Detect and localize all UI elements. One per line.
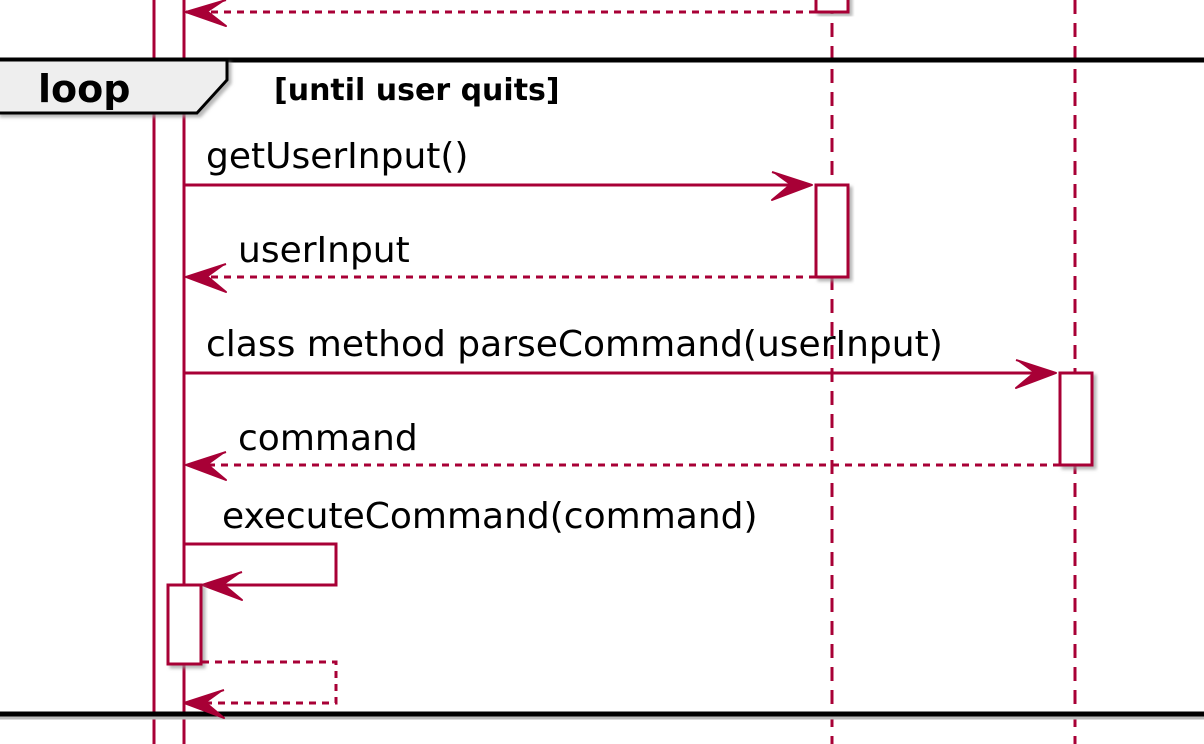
arrow-get-user-input <box>184 171 813 201</box>
arrow-parse-command <box>184 359 1057 389</box>
message-parse-command: class method parseCommand(userInput) <box>206 324 943 365</box>
arrow-self-execute-command <box>184 542 338 601</box>
message-command: command <box>238 418 418 459</box>
arrow-return-top <box>185 0 816 27</box>
activation-main <box>166 583 203 666</box>
loop-frame: loop [until user quits] <box>0 57 1204 720</box>
message-execute-command: executeCommand(command) <box>222 496 758 537</box>
activation-ui-top <box>814 0 850 14</box>
message-get-user-input: getUserInput() <box>206 136 468 177</box>
loop-tab <box>0 58 229 115</box>
activation-parser <box>1058 371 1094 467</box>
message-user-input: userInput <box>238 230 410 271</box>
activation-ui <box>814 183 850 279</box>
arrow-self-return <box>183 660 338 719</box>
arrow-return-user-input <box>185 263 816 293</box>
loop-guard: [until user quits] <box>274 73 560 108</box>
arrow-return-command <box>185 451 1060 481</box>
loop-label: loop <box>38 67 130 111</box>
